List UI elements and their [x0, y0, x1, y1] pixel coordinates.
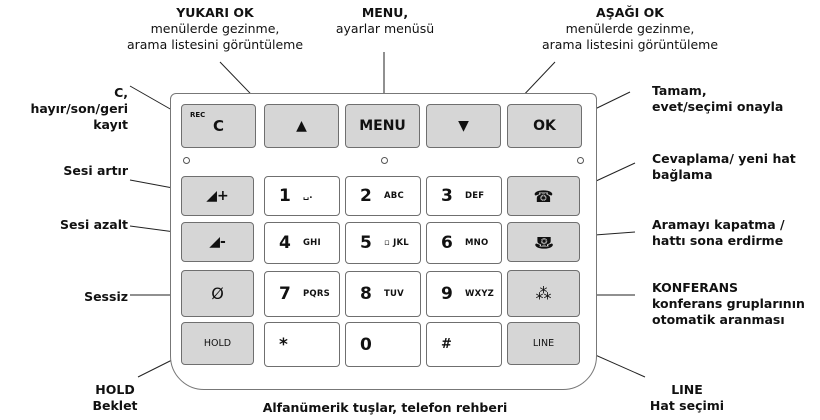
volume-down-button[interactable]: ◢-: [181, 222, 254, 262]
hash-label: #: [441, 337, 452, 352]
c-button[interactable]: REC C: [181, 104, 256, 148]
hold-callout: HOLD Beklet: [80, 382, 150, 414]
key-hash[interactable]: #: [426, 322, 502, 367]
letters: PQRS: [303, 289, 330, 299]
handset-up-icon: ☎: [533, 186, 554, 206]
key-2[interactable]: 2 ABC: [345, 176, 421, 216]
ok-label: OK: [533, 118, 556, 134]
digit: 5: [360, 233, 372, 253]
up-arrow-title: YUKARI OK: [176, 5, 254, 20]
key-7[interactable]: 7 PQRS: [264, 271, 340, 317]
key-5[interactable]: 5 ▫ JKL: [345, 222, 421, 264]
indicator-dot-left: [183, 157, 190, 164]
key-9[interactable]: 9 WXYZ: [426, 271, 502, 317]
menu-description: ayarlar menüsü: [335, 21, 435, 36]
down-arrow-button[interactable]: ▼: [426, 104, 501, 148]
conference-icon: ⁂: [535, 284, 552, 303]
hold-label: HOLD: [203, 338, 232, 349]
line-callout: LINE Hat seçimi: [632, 382, 742, 414]
digit: 7: [279, 284, 291, 304]
digit: 6: [441, 233, 453, 253]
ok-callout: Tamam, evet/seçimi onayla: [652, 83, 784, 114]
indicator-dot-right: [577, 157, 584, 164]
indicator-dot-center: [381, 157, 388, 164]
hold-title: HOLD: [95, 382, 135, 397]
menu-title: MENU,: [361, 5, 409, 20]
key-4[interactable]: 4 GHI: [264, 222, 340, 264]
letters: ␣.: [303, 191, 313, 201]
letters: ABC: [384, 191, 404, 201]
digit: 1: [279, 186, 291, 206]
hangup-button[interactable]: ☎: [507, 222, 580, 262]
up-arrow-callout: YUKARI OK menülerde gezinme, arama liste…: [85, 5, 345, 53]
conference-title: KONFERANS: [652, 280, 739, 295]
volume-up-icon: ◢+: [206, 188, 229, 204]
line-button[interactable]: LINE: [507, 322, 580, 365]
key-0[interactable]: 0: [345, 322, 421, 367]
conference-description: konferans gruplarının otomatik aranması: [652, 296, 805, 327]
hangup-callout: Aramayı kapatma / hattı sona erdirme: [652, 217, 785, 248]
key-1[interactable]: 1 ␣.: [264, 176, 340, 216]
volume-up-callout: Sesi artır: [63, 163, 128, 178]
down-arrow-callout: AŞAĞI OK menülerde gezinme, arama listes…: [500, 5, 760, 53]
digit: 8: [360, 284, 372, 304]
mute-callout: Sessiz: [84, 289, 128, 304]
letters: ▫ JKL: [384, 238, 409, 248]
menu-button[interactable]: MENU: [345, 104, 420, 148]
down-arrow-description: menülerde gezinme, arama listesini görün…: [541, 21, 719, 52]
letters: MNO: [465, 238, 489, 248]
mute-icon: Ø: [211, 284, 224, 303]
down-arrow-icon: ▼: [458, 118, 469, 134]
line-title: LINE: [671, 382, 703, 397]
star-label: *: [279, 334, 288, 355]
up-arrow-button[interactable]: ▲: [264, 104, 339, 148]
conference-button[interactable]: ⁂: [507, 270, 580, 317]
menu-callout: MENU, ayarlar menüsü: [300, 5, 470, 37]
volume-up-button[interactable]: ◢+: [181, 176, 254, 216]
hold-button[interactable]: HOLD: [181, 322, 254, 365]
menu-label: MENU: [359, 118, 406, 134]
key-8[interactable]: 8 TUV: [345, 271, 421, 317]
volume-down-callout: Sesi azalt: [60, 217, 128, 232]
up-arrow-icon: ▲: [296, 118, 307, 134]
mute-button[interactable]: Ø: [181, 270, 254, 317]
volume-down-icon: ◢-: [209, 234, 226, 250]
c-label: C: [212, 117, 224, 135]
digit: 3: [441, 186, 453, 206]
digit: 0: [360, 334, 372, 355]
key-6[interactable]: 6 MNO: [426, 222, 502, 264]
alphanumeric-callout: Alfanümerik tuşlar, telefon rehberi: [262, 400, 508, 415]
letters: TUV: [384, 289, 404, 299]
letters: DEF: [465, 191, 485, 201]
handset-down-icon: ☎: [533, 232, 554, 252]
key-3[interactable]: 3 DEF: [426, 176, 502, 216]
letters: GHI: [303, 238, 321, 248]
line-description: Hat seçimi: [649, 398, 725, 413]
c-callout: C, hayır/son/geri kayıt: [30, 85, 128, 132]
up-arrow-description: menülerde gezinme, arama listesini görün…: [126, 21, 304, 52]
down-arrow-title: AŞAĞI OK: [596, 5, 664, 20]
line-label: LINE: [532, 338, 555, 349]
ok-button[interactable]: OK: [507, 104, 582, 148]
answer-button[interactable]: ☎: [507, 176, 580, 216]
hold-description: Beklet: [92, 398, 138, 413]
digit: 4: [279, 233, 291, 253]
key-star[interactable]: *: [264, 322, 340, 367]
conference-callout: KONFERANS konferans gruplarının otomatik…: [652, 280, 817, 328]
letters: WXYZ: [465, 289, 495, 299]
rec-label: REC: [190, 111, 206, 119]
digit: 9: [441, 284, 453, 304]
digit: 2: [360, 186, 372, 206]
answer-callout: Cevaplama/ yeni hat bağlama: [652, 151, 796, 182]
